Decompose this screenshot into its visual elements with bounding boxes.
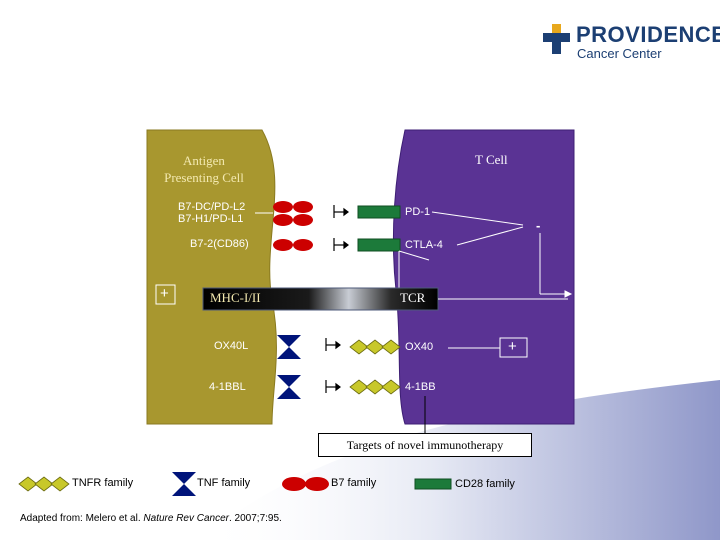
pd-ligands-line1: B7-DC/PD-L2 (178, 201, 246, 213)
citation-prefix: Adapted from: Melero et al. (20, 513, 144, 524)
providence-logo-cross-icon (543, 24, 570, 54)
pd1-receptor (357, 205, 401, 219)
tcell-title: T Cell (475, 152, 508, 167)
41bb-label: 4-1BB (405, 381, 436, 393)
citation: Adapted from: Melero et al. Nature Rev C… (20, 513, 282, 524)
legend-cd28-label: CD28 family (455, 478, 515, 490)
t-cell (392, 129, 575, 425)
tcr-label: TCR (400, 290, 426, 305)
logo-name: PROVIDENCE (576, 22, 720, 47)
ctla4-receptor (357, 238, 401, 252)
interaction-arrows (325, 205, 349, 393)
tnfr-receptor-41bb (349, 379, 401, 395)
ox40l-label: OX40L (214, 340, 249, 352)
legend-tnfr-symbol (18, 476, 70, 492)
citation-suffix: . 2007;7:95. (229, 513, 282, 524)
pd-ligands-label: B7-DC/PD-L2 B7-H1/PD-L1 (178, 201, 245, 225)
legend-tnf-label: TNF family (197, 477, 251, 489)
ox40-label: OX40 (405, 341, 434, 353)
b7-ligand-cluster-pd (273, 201, 313, 226)
targets-box: Targets of novel immunotherapy (318, 433, 532, 457)
ctla4-label: CTLA-4 (405, 239, 443, 251)
apc-plus-box (155, 284, 176, 305)
apc-plus-sign: + (160, 285, 169, 302)
costim-plus-box (499, 337, 528, 358)
costim-plus-sign: + (508, 338, 517, 355)
pd-ligands-line2: B7-H1/PD-L1 (178, 213, 244, 225)
legend-tnf-symbol (172, 472, 196, 496)
tnf-ligand-ox40l (277, 335, 301, 359)
inhibitory-sign: - (536, 218, 541, 233)
legend-tnfr-label: TNFR family (72, 477, 134, 489)
citation-journal: Nature Rev Cancer (143, 513, 229, 524)
mhc-label: MHC-I/II (210, 290, 261, 305)
41bbl-label: 4-1BBL (209, 381, 246, 393)
tnf-ligand-41bbl (277, 375, 301, 399)
b7-ligand-pair-cd86 (273, 239, 313, 251)
logo-subtitle: Cancer Center (577, 46, 662, 61)
background-swoosh (200, 380, 720, 540)
pd1-label: PD-1 (405, 206, 431, 218)
apc-title: Antigen Presenting Cell (152, 152, 256, 186)
inhibitory-pathway (398, 211, 573, 298)
tnfr-receptor-ox40 (349, 339, 401, 355)
legend-b7-symbol (282, 477, 329, 491)
apc-title-line1: Antigen (183, 153, 225, 168)
b7-2-label: B7-2(CD86) (190, 238, 249, 250)
legend-b7-label: B7 family (331, 477, 377, 489)
legend-cd28-symbol (414, 478, 452, 490)
apc-title-line2: Presenting Cell (164, 170, 244, 185)
